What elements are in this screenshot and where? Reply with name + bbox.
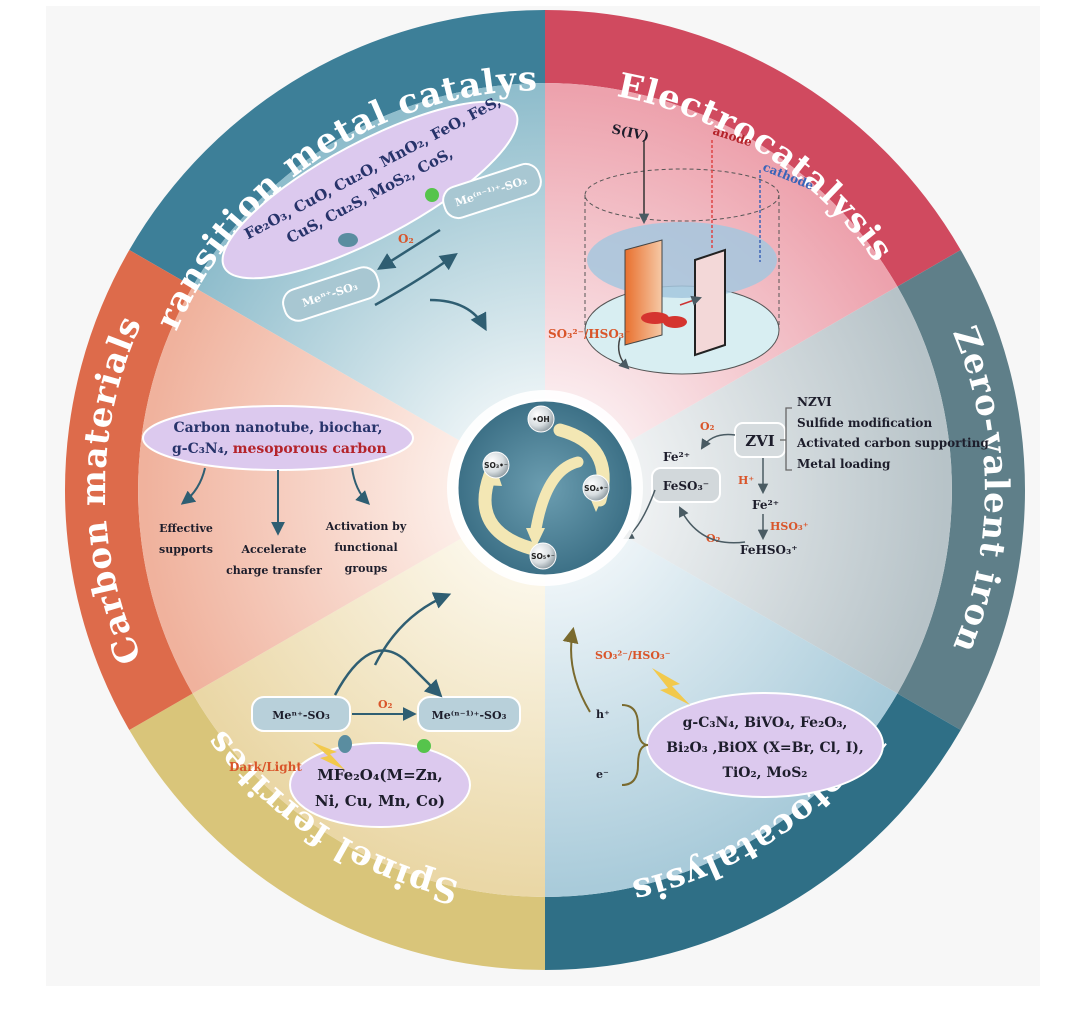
carbon-role-3-line1: Activation by: [325, 520, 407, 533]
zvi-fe2: Fe²⁺: [752, 498, 779, 512]
band-spinel-ferrites: [129, 693, 546, 970]
carbon-line2: g-C₃N₄,mesoporous carbon: [172, 441, 387, 457]
carbon-line1: Carbon nanotube, biochar,: [173, 420, 382, 436]
zvi-mod-1: NZVI: [797, 395, 832, 409]
photo-brace: [621, 704, 649, 786]
carbon-arrow-3: [351, 467, 370, 505]
catalyst-dot-blue: [338, 233, 358, 247]
photo-hole: h⁺: [596, 708, 610, 721]
electro-species-label: SO₃²⁻/HSO₃⁻: [548, 327, 630, 341]
radical-so4: SO₄•⁻: [584, 484, 608, 493]
metal-oxides-ellipse: [221, 100, 519, 280]
sp-complex-b: Me⁽ⁿ⁻¹⁾⁺-SO₃: [432, 709, 507, 722]
catalyst-dot-green: [425, 188, 439, 202]
bubble-2: [663, 316, 687, 328]
carbon-role-1-line1: Effective: [159, 522, 213, 535]
tm-complex-b-pill: [442, 162, 542, 220]
ferrite-ellipse: [289, 742, 471, 828]
electron-flow-arrow: [679, 295, 702, 306]
sector-photocatalysis: [545, 490, 898, 897]
carbon-ellipse: [142, 405, 414, 471]
cycle-arrowhead-middle: [526, 528, 545, 549]
zvi-mod-2: Sulfide modification: [797, 416, 932, 430]
zvi-fe2-left: Fe²⁺: [663, 450, 690, 464]
radical-so4-ball: [582, 474, 610, 502]
band-transition-metal: [129, 10, 546, 287]
zvi-arrow-oxidation: [700, 433, 736, 450]
photo-species: SO₃²⁻/HSO₃⁻: [595, 649, 671, 662]
center-hub: •OH SO₃•⁻ SO₄•⁻ SO₅•⁻: [447, 390, 643, 586]
sector-zero-valent-iron: [545, 286, 952, 694]
photocatalysis-panel: g-C₃N₄, BiVO₄, Fe₂O₃, Bi₂O₃ ,BiOX (X=Br,…: [562, 626, 884, 798]
ferrite-line2: Ni, Cu, Mn, Co): [315, 792, 445, 810]
radical-oh-ball: [527, 405, 555, 433]
tm-arrow-out: [429, 298, 487, 332]
bubble-1: [641, 312, 669, 324]
carbon-role-3-line2: functional: [334, 541, 397, 554]
zvi-hso3: HSO₃⁺: [770, 520, 809, 533]
radical-so3-ball: [482, 451, 510, 479]
carbon-role-3-line3: groups: [345, 562, 388, 575]
carbon-role-1-line2: supports: [159, 543, 213, 556]
sector-carbon-materials: [138, 286, 546, 694]
band-zero-valent-iron: [897, 250, 1026, 730]
electrolyte-surface: [587, 222, 777, 298]
spinel-panel: Meⁿ⁺-SO₃ Me⁽ⁿ⁻¹⁾⁺-SO₃ O₂ MFe₂O₄(M=Zn, Ni…: [229, 592, 521, 828]
radical-so5: SO₅•⁻: [531, 552, 555, 561]
sp-complex-a: Meⁿ⁺-SO₃: [272, 709, 330, 722]
photo-materials-line1: g-C₃N₄, BiVO₄, Fe₂O₃,: [683, 715, 848, 731]
radical-oh: •OH: [532, 415, 549, 424]
carbon-arrow-1: [180, 467, 206, 505]
photo-arrow-up: [562, 626, 591, 713]
tm-complex-a-pill: [282, 266, 380, 322]
zvi-mod-3: Activated carbon supporting: [796, 436, 989, 450]
ferrite-line1: MFe₂O₄(M=Zn,: [317, 766, 443, 784]
cell-walls: [584, 195, 780, 330]
light-bolt-icon: [652, 668, 690, 705]
zvi-mod-4: Metal loading: [797, 457, 891, 471]
zvi-o2-bottom: O₂: [706, 532, 721, 545]
ferrite-dot-blue: [338, 735, 352, 753]
sp-arrow-out: [373, 592, 452, 666]
band-electrocatalysis: [545, 10, 961, 287]
sp-condition: Dark/Light: [229, 760, 302, 774]
zvi-o2-top: O₂: [700, 420, 715, 433]
photo-materials-line2: Bi₂O₃ ,BiOX (X=Br, Cl, I),: [666, 740, 864, 756]
tm-oxidant: O₂: [398, 232, 414, 246]
feso3-box: [651, 467, 721, 503]
photo-electron: e⁻: [596, 768, 609, 781]
band-carbon-materials: [64, 250, 193, 730]
cycle-arrow-left: [478, 468, 537, 555]
zvi-fehso3: FeHSO₃⁺: [740, 543, 798, 557]
electrocatalysis-panel: S(IV) anode cathode SO₃²⁻/HSO₃⁻: [548, 122, 816, 375]
zvi-arrow-reoxidize: [679, 506, 746, 544]
anode-plate: [624, 239, 663, 346]
sp-arrow-cycle: [333, 649, 443, 698]
zvi-label: ZVI: [745, 432, 775, 450]
cathode-plate: [694, 248, 726, 357]
zvi-feso3: FeSO₃⁻: [663, 479, 709, 493]
radical-so3: SO₃•⁻: [484, 461, 508, 470]
carbon-panel: Carbon nanotube, biochar, g-C₃N₄,mesopor…: [142, 405, 414, 577]
radical-so5-ball: [529, 542, 557, 570]
carbon-role-2-line2: charge transfer: [226, 564, 322, 577]
zvi-h-plus: H⁺: [738, 474, 754, 487]
sp-complex-a-pill: [251, 696, 351, 732]
carbon-role-2-line1: Accelerate: [240, 543, 306, 556]
photo-materials-line3: TiO₂, MoS₂: [723, 765, 808, 781]
tm-arrow-oxidize: [374, 252, 458, 307]
sp-light-icon: [312, 742, 345, 770]
sp-oxidant: O₂: [378, 698, 393, 711]
zvi-bracket: [780, 407, 792, 471]
cycle-arrow-middle: [529, 456, 584, 541]
species-arrow: [617, 337, 630, 370]
ferrite-dot-green: [417, 739, 431, 753]
sp-complex-b-pill: [417, 696, 521, 732]
tm-arrow-reduce: [377, 228, 441, 270]
zvi-panel: ZVI NZVI Sulfide modification Activated …: [623, 395, 989, 557]
